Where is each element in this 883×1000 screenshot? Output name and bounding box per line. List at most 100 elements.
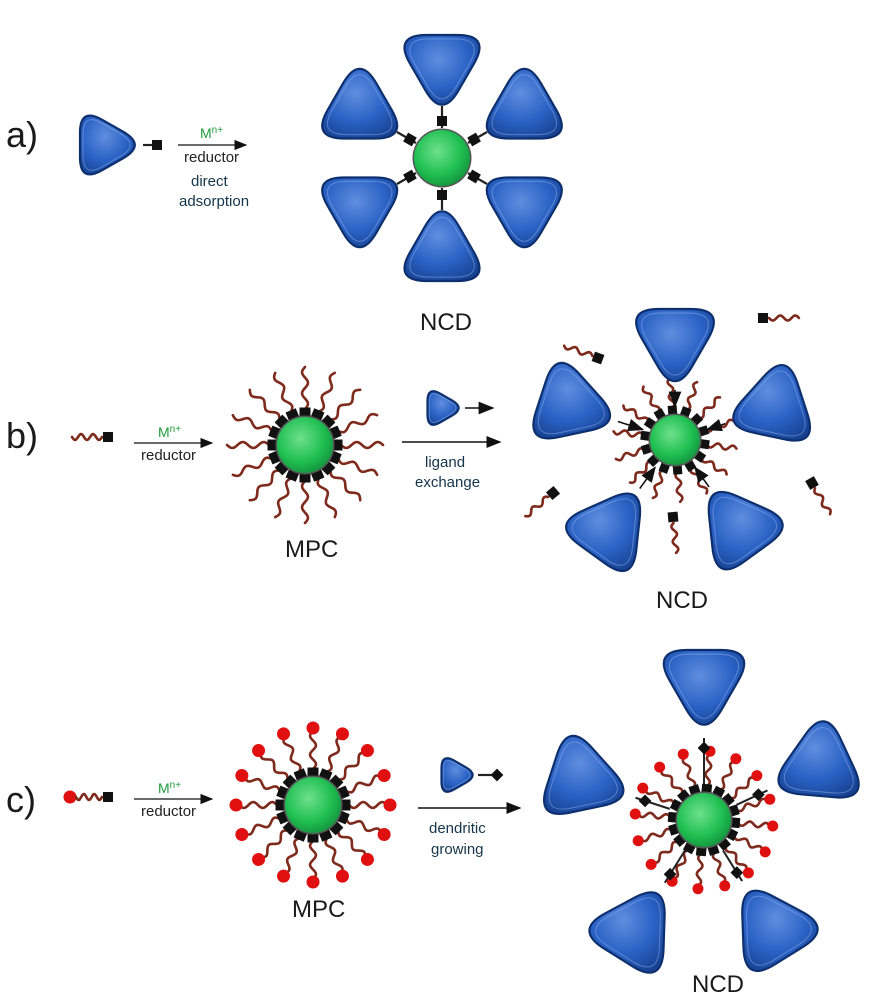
panel-a-ncd-anchor: [437, 190, 447, 200]
panel-b-mpc-ligand: [273, 477, 293, 519]
panel-b-mpc-ligand: [329, 388, 362, 421]
panel-b-released-ligand-4: [670, 521, 680, 555]
panel-c-mpc-terminal-group: [235, 827, 249, 841]
panel-c-reductor: reductor: [141, 803, 196, 820]
panel-c-mpc-ligand: [345, 817, 383, 835]
panel-b-mpc-ligand: [300, 365, 310, 411]
panel-a-ncd-anchor: [467, 169, 481, 184]
panel-c-mpc-terminal-group: [306, 721, 320, 735]
panel-c-ncd-ligand: [639, 827, 673, 843]
panel-b-released-ligand-1-anchor: [758, 313, 768, 323]
panel-c-ncd-ligand: [718, 760, 736, 792]
panel-a-step-line1: direct: [191, 173, 229, 190]
panel-c-mpc-anchor: [275, 799, 287, 811]
panel-b-mpc-ligand: [248, 469, 281, 502]
panel-b-mpc-anchor: [331, 439, 343, 451]
panel-b-mpc-ligand: [272, 371, 294, 413]
panel-c-mpc-ligand: [259, 829, 289, 859]
panel-c-ncd-terminal-group: [637, 782, 649, 794]
panel-c-ncd-terminal-group: [645, 858, 657, 870]
panel-c-product: NCD: [692, 971, 744, 998]
panel-c-ncd-terminal-group: [654, 761, 666, 773]
panel-c-mpc-terminal-group: [377, 827, 391, 841]
panel-c-mpc-terminal-group: [335, 727, 349, 741]
panel-c-ncd-ligand: [644, 788, 676, 806]
panel-c-ncd-diamond: [638, 794, 652, 808]
panel-b-ncd-dendron-lower-left: [565, 492, 642, 573]
panel-c-growing-dendron: [440, 757, 474, 793]
panel-b-ncd-ligand: [612, 429, 645, 438]
panel-a-reagent-anchor: [152, 140, 162, 150]
panel-c-mpc-terminal-group: [277, 727, 291, 741]
panel-b-ncd-ligand: [614, 447, 646, 462]
panel-c-ncd-terminal-group: [677, 748, 689, 760]
panel-b-step-line1: ligand: [425, 454, 465, 471]
panel-b-ncd-dendron-left: [532, 362, 612, 440]
panel-b-released-ligand-2: [562, 344, 594, 358]
panel-a-reductor: reductor: [184, 149, 239, 166]
panel-c-step-line2: growing: [431, 841, 484, 858]
panel-c-ncd-ligand: [695, 852, 704, 887]
panel-b-incoming-arrow: [639, 466, 656, 490]
panel-c-ncd-ligand: [637, 811, 672, 820]
panel-b-ncd-ligand: [622, 404, 650, 424]
panel-b-mpc-ligand: [329, 469, 362, 502]
panel-b-mpc-ligand: [316, 477, 338, 519]
panel-b-reductor: reductor: [141, 447, 196, 464]
panel-c-mpc-metal-core: [285, 777, 341, 833]
panel-c-ncd-dendron-right: [777, 720, 860, 799]
panel-b-incoming-arrow: [705, 418, 726, 432]
panel-c-ncd-ligand: [711, 851, 727, 885]
panel-c-ncd-ligand: [732, 834, 764, 852]
panel-b-step-line2: exchange: [415, 474, 480, 491]
panel-a-ncd-anchor: [437, 116, 447, 126]
panel-b-intermediate: MPC: [285, 536, 338, 563]
panel-b-ncd-ligand: [666, 376, 676, 410]
panel-b-mpc-ligand: [339, 440, 385, 450]
panel-c-mpc-terminal-group: [306, 875, 320, 889]
panel-c-mpc-terminal-group: [335, 869, 349, 883]
panel-b-mpc-ligand: [248, 388, 281, 421]
panel-c-mpc-ligand: [308, 729, 318, 771]
panel-c-mpc-ligand: [337, 751, 367, 781]
panel-b-mpc-ligand: [231, 456, 273, 478]
panel-c-ncd-ligand: [724, 844, 748, 872]
panel-b-ncd-ligand: [628, 460, 654, 484]
panel-c-step-line1: dendritic: [429, 820, 486, 837]
panel-b-mpc-ligand: [337, 412, 379, 434]
panel-c-mpc-ligand: [337, 829, 367, 859]
panel-b-metal-core: [650, 415, 700, 465]
panel-b-ncd-anchor: [640, 430, 651, 441]
panel-c-ncd-ligand: [735, 797, 769, 813]
panel-b-incoming-arrow: [617, 418, 645, 432]
panel-c-mpc-terminal-group: [360, 744, 374, 758]
panel-c-ncd-terminal-group: [767, 820, 779, 832]
panel-a-ncd-dendron: [321, 176, 399, 249]
panel-c-mpc-ligand: [308, 839, 318, 881]
panel-b-label: b): [6, 415, 38, 456]
panel-c-ncd-dendron-left: [542, 734, 625, 815]
panel-c-mpc-terminal-group: [383, 798, 397, 812]
panel-c-ncd-ligand: [728, 776, 756, 800]
panel-b-ncd-dendron-right: [732, 364, 812, 442]
panel-c-mpc-ligand: [259, 751, 289, 781]
panel-c-ncd-ligand: [660, 768, 684, 796]
panel-c-mpc-ligand: [345, 774, 383, 794]
panel-c-dendron-diamond: [490, 768, 504, 782]
panel-c-mpc-ligand: [243, 816, 281, 836]
panel-b-mpc-ligand: [300, 479, 310, 525]
panel-c-metal-core: [677, 793, 731, 847]
panel-b-ncd-ligand: [641, 385, 661, 414]
panel-b-released-ligand-2-anchor: [591, 351, 605, 365]
panel-c-mpc-terminal-group: [229, 798, 243, 812]
panel-b-ncd-ligand: [685, 380, 699, 412]
panel-b-released-ligand-5: [813, 486, 832, 516]
panel-c-ncd-ligand: [652, 840, 680, 864]
panel-c-ncd-ligand: [736, 820, 771, 829]
panel-c-mpc-ligand: [325, 735, 343, 773]
panel-c-mpc-ligand: [324, 837, 344, 875]
panel-c-mpc-terminal-group: [252, 852, 266, 866]
panel-a-step-line2: adsorption: [179, 193, 249, 210]
